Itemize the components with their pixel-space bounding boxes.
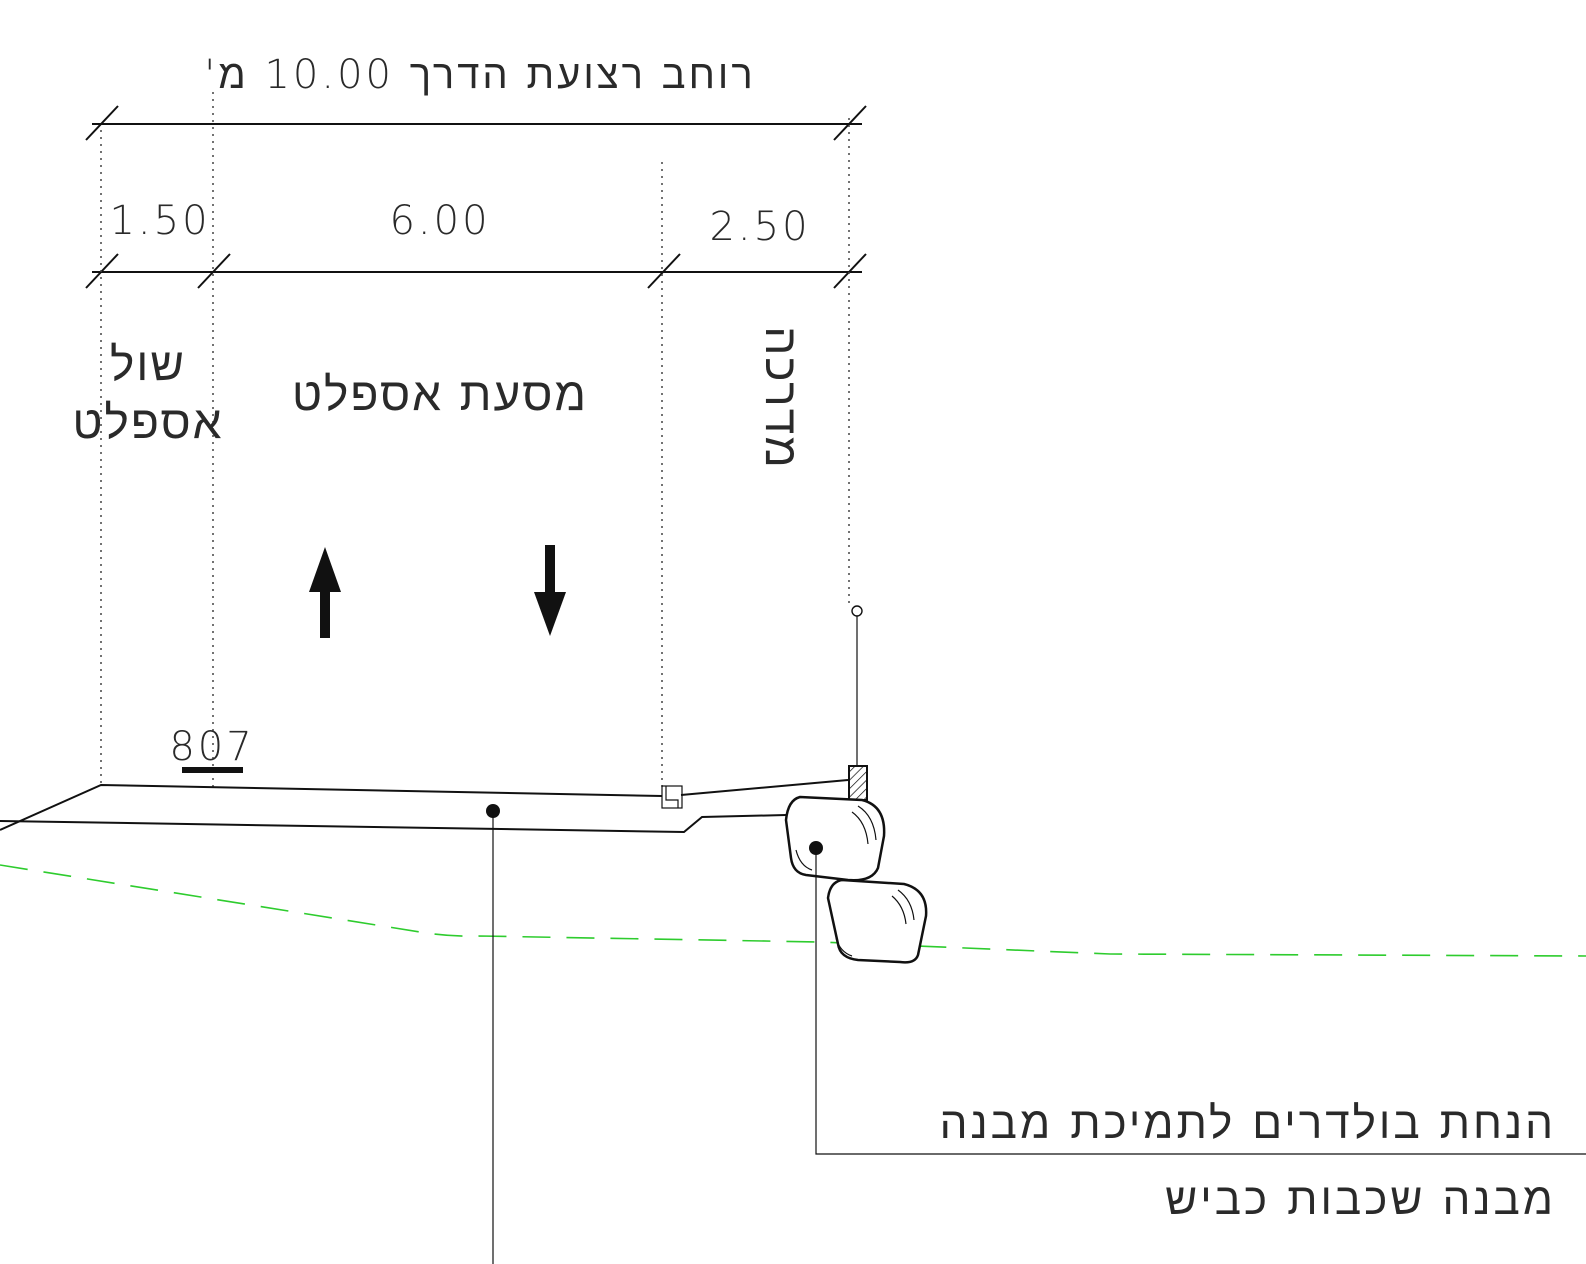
sidewalk-width-label: 2.50 [709,204,810,250]
shoulder-width-label: 1.50 [109,198,210,244]
segment-dimension-line [85,253,867,289]
elevation-label: 807 [169,724,254,770]
existing-ground-line [0,864,1586,957]
pavement-structure [0,779,849,834]
shoulder-zone-label-line1: שול [110,337,186,391]
railing-post [848,605,868,801]
total-width-dimension-line [85,105,867,141]
carriageway-width-label: 6.00 [389,198,490,244]
curb-detail [661,785,683,809]
arrow-down-icon [534,545,566,636]
sidewalk-zone-label: מדרכה [755,326,809,470]
total-width-label: רוחב רצועת הדרך 10.00 מ' [204,52,755,98]
leader-boulders [809,841,1586,1155]
leader-pavement-layers [486,804,500,1264]
shoulder-zone-label-line2: אספלט [72,395,223,449]
carriageway-zone-label: מסעת אספלט [292,367,588,421]
pavement-layers-note: מבנה שכבות כביש [1165,1174,1556,1225]
boulder-lower [826,878,928,964]
boulder-upper [784,795,886,882]
arrow-up-icon [309,547,341,638]
boulders-note: הנחת בולדרים לתמיכת מבנה [940,1098,1556,1149]
